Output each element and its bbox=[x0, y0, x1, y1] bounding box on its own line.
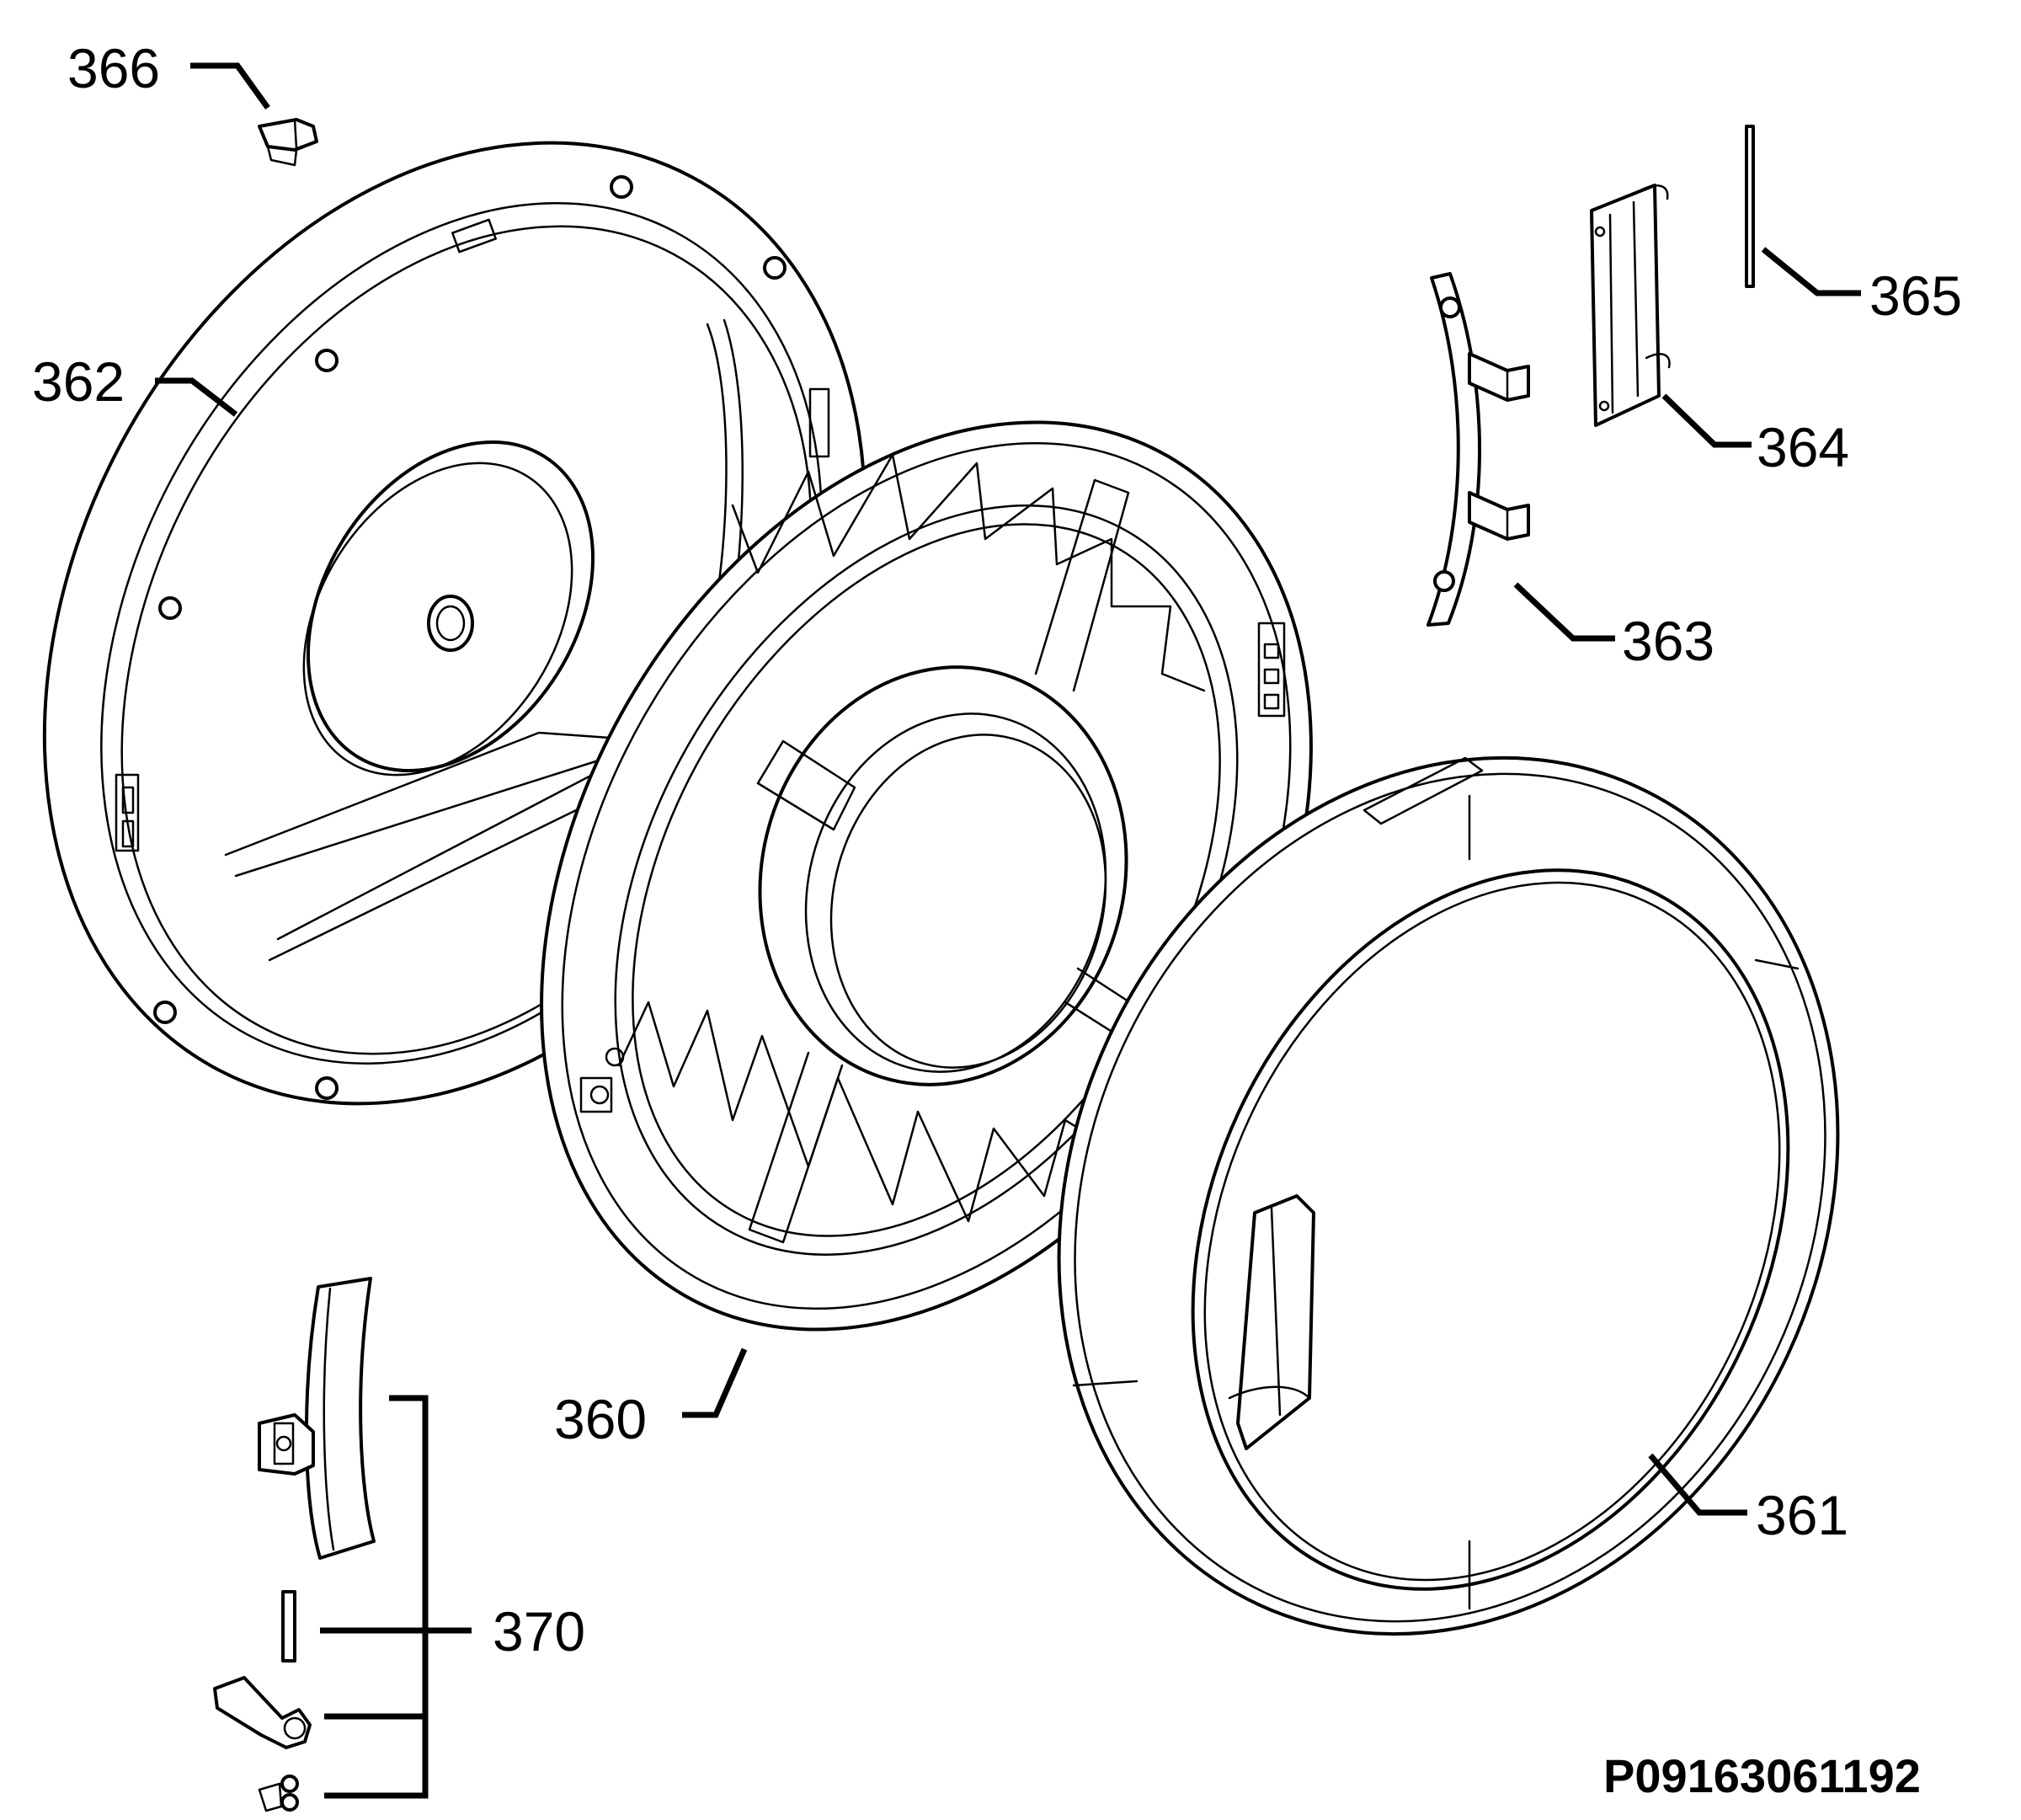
callout-365: 365 bbox=[1869, 264, 1962, 327]
drawing-code: P09163061192 bbox=[1603, 1749, 1921, 1802]
part-361-front-ring bbox=[1057, 755, 1840, 1636]
part-370-screws bbox=[258, 1775, 299, 1812]
leader-361 bbox=[1648, 1453, 1747, 1516]
part-370-pin bbox=[281, 1590, 296, 1663]
leader-lines bbox=[155, 62, 1861, 1799]
part-366-cap bbox=[258, 118, 318, 167]
callout-362: 362 bbox=[32, 350, 125, 413]
part-363-hinge bbox=[1426, 272, 1530, 627]
leader-366 bbox=[190, 62, 270, 110]
callout-360: 360 bbox=[554, 1388, 647, 1450]
part-370-catch bbox=[213, 1676, 312, 1749]
callout-370: 370 bbox=[493, 1600, 585, 1663]
callout-366: 366 bbox=[67, 37, 160, 99]
part-370-handle bbox=[258, 1277, 376, 1560]
leader-364 bbox=[1661, 393, 1752, 448]
callout-361: 361 bbox=[1756, 1484, 1848, 1546]
part-365-pin bbox=[1745, 125, 1755, 288]
leader-360 bbox=[682, 1348, 748, 1418]
leader-363 bbox=[1513, 582, 1615, 642]
leader-370 bbox=[320, 1395, 472, 1799]
leader-362 bbox=[155, 377, 238, 417]
leader-365 bbox=[1761, 247, 1861, 296]
callout-364: 364 bbox=[1757, 416, 1849, 478]
callout-labels: 366 362 365 364 363 360 361 370 bbox=[32, 37, 1962, 1663]
callout-363: 363 bbox=[1622, 610, 1714, 672]
part-364-bracket bbox=[1590, 184, 1671, 427]
